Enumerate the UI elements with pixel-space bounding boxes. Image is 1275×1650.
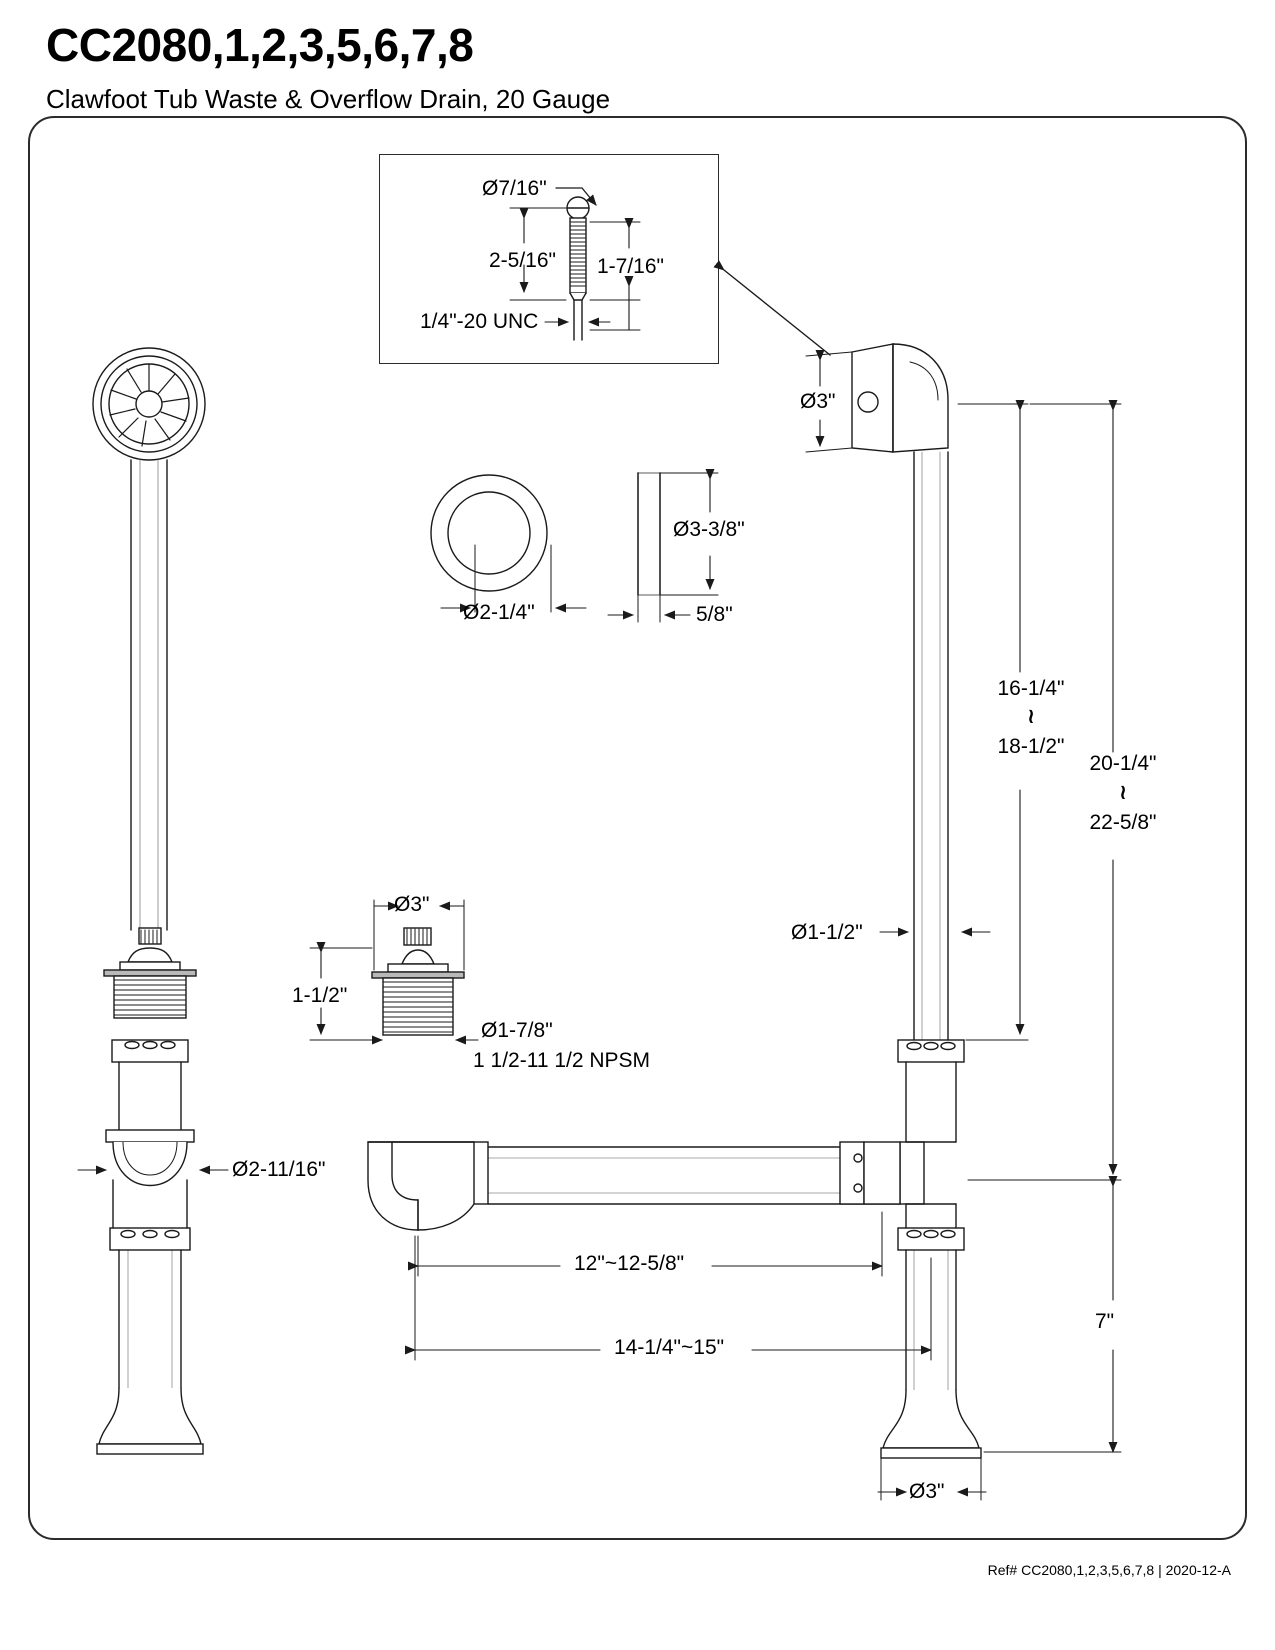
footer-reference: Ref# CC2080,1,2,3,5,6,7,8 | 2020-12-A <box>987 1562 1231 1578</box>
dim-overflow-range-bottom: 18-1/2" <box>997 735 1065 758</box>
page-title: CC2080,1,2,3,5,6,7,8 <box>46 19 474 71</box>
dim-tube-diameter: Ø1-1/2" <box>791 921 863 944</box>
dim-flange-thickness: 5/8" <box>696 603 733 626</box>
dim-total-range-top: 20-1/4" <box>1089 752 1157 775</box>
dim-strainer-flange-diameter: Ø3" <box>394 893 430 916</box>
dim-head-diameter: Ø7/16" <box>482 177 547 200</box>
page-subtitle: Clawfoot Tub Waste & Overflow Drain, 20 … <box>46 84 611 114</box>
dim-overflow-face-diameter: Ø3" <box>800 390 836 413</box>
dim-screw-length: 2-5/16" <box>489 249 556 272</box>
dim-waste-arm-length: 12"~12-5/8" <box>574 1252 685 1275</box>
dim-total-range-separator: ≀ <box>1119 781 1127 804</box>
dim-overflow-range-top: 16-1/4" <box>997 677 1065 700</box>
dim-base-flange-diameter: Ø3" <box>909 1480 945 1503</box>
dim-overall-waste-length: 14-1/4"~15" <box>614 1336 725 1359</box>
dim-overflow-range-separator: ≀ <box>1027 705 1035 728</box>
dim-strainer-thread-spec: 1 1/2-11 1/2 NPSM <box>473 1049 651 1072</box>
dim-strainer-height: 1-1/2" <box>292 984 348 1007</box>
dim-washer-outer-diameter: Ø2-1/4" <box>463 601 535 624</box>
dim-thread-spec: 1/4"-20 UNC <box>420 310 539 333</box>
dim-riser-base-height: 7" <box>1095 1310 1115 1333</box>
dim-strainer-thread-diameter: Ø1-7/8" <box>481 1019 553 1042</box>
dim-thread-length: 1-7/16" <box>597 255 664 278</box>
detail-callout-box <box>379 154 719 364</box>
dim-trap-bend-diameter: Ø2-11/16" <box>232 1158 326 1181</box>
dim-total-range-bottom: 22-5/8" <box>1089 811 1157 834</box>
dim-flange-diameter: Ø3-3/8" <box>673 518 745 541</box>
